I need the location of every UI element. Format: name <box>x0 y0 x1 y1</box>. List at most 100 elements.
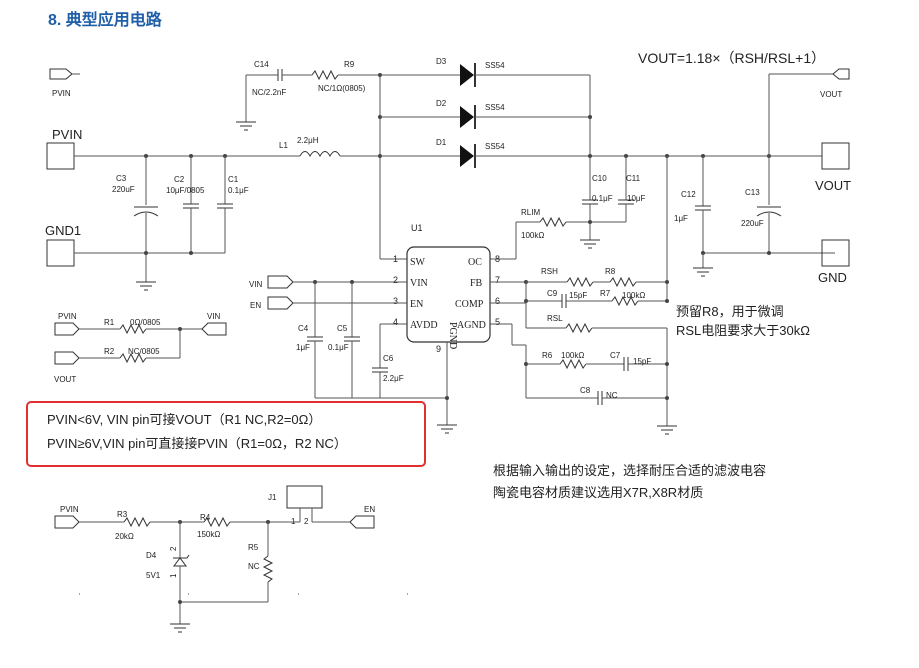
svg-text:R2: R2 <box>104 347 115 356</box>
port-en: EN <box>250 296 407 310</box>
capacitor-c14: C14 NC/2.2nF <box>236 60 312 131</box>
capacitor-c1: C1 0.1μF <box>217 154 249 253</box>
svg-text:1: 1 <box>393 254 398 264</box>
svg-text:2.2μH: 2.2μH <box>297 136 319 145</box>
resistor-rsl: RSL <box>525 301 667 334</box>
diode-d2: D2 SS54 <box>380 99 590 129</box>
svg-text:100kΩ: 100kΩ <box>521 231 544 240</box>
svg-text:R4: R4 <box>200 513 211 522</box>
svg-text:R9: R9 <box>344 60 355 69</box>
svg-text:RSH: RSH <box>541 267 558 276</box>
svg-text:0Ω/0805: 0Ω/0805 <box>130 318 161 327</box>
svg-text:7: 7 <box>495 275 500 285</box>
zener-d4: D4 5V1 2 1 <box>146 522 190 624</box>
svg-text:L1: L1 <box>279 141 288 150</box>
svg-text:5V1: 5V1 <box>146 571 161 580</box>
svg-text:2: 2 <box>304 517 309 526</box>
svg-text:9: 9 <box>436 344 441 354</box>
capacitor-note-line2: 陶瓷电容材质建议选用X7R,X8R材质 <box>493 485 703 500</box>
svg-text:RLIM: RLIM <box>521 208 540 217</box>
r8-note-line1: 预留R8，用于微调 <box>676 304 784 319</box>
port-r-vout: VOUT <box>54 351 80 384</box>
capacitor-c12: C12 1μF <box>674 156 711 253</box>
capacitor-c7: C7 15pF <box>610 351 667 371</box>
svg-text:C3: C3 <box>116 174 127 183</box>
resistor-r2: R2 NC/0805 <box>104 347 180 364</box>
svg-text:EN: EN <box>410 299 423 310</box>
port-bottom-pvin: PVIN <box>54 505 80 529</box>
svg-text:C11: C11 <box>626 174 641 183</box>
svg-text:0.1μF: 0.1μF <box>328 343 349 352</box>
svg-text:0.1μF: 0.1μF <box>228 186 249 195</box>
svg-text:VIN: VIN <box>207 312 221 321</box>
svg-text:OC: OC <box>468 257 482 268</box>
page-title: 8. 典型应用电路 <box>48 10 163 29</box>
resistor-r6: R6 100kΩ <box>526 351 624 370</box>
svg-text:VOUT: VOUT <box>54 375 76 384</box>
svg-text:D3: D3 <box>436 57 447 66</box>
port-vout-small: VOUT <box>820 68 850 99</box>
r8-note-line2: RSL电阻要求大于30kΩ <box>676 323 810 338</box>
port-r-vin: VIN <box>201 312 227 336</box>
vin-note-line2: PVIN≥6V,VIN pin可直接接PVIN（R1=0Ω，R2 NC） <box>47 436 347 451</box>
svg-text:PVIN: PVIN <box>52 127 82 142</box>
vin-note-line1: PVIN<6V, VIN pin可接VOUT（R1 NC,R2=0Ω） <box>47 412 321 427</box>
svg-text:SW: SW <box>410 257 426 268</box>
capacitor-c10: C10 0.1μF <box>582 156 613 222</box>
svg-text:RSL: RSL <box>547 314 563 323</box>
port-gnd1: GND1 <box>45 223 81 267</box>
svg-text:20kΩ: 20kΩ <box>115 532 134 541</box>
port-pvin: PVIN <box>46 127 82 170</box>
capacitor-c8: C8 NC <box>526 386 667 405</box>
svg-text:COMP: COMP <box>455 299 484 310</box>
capacitor-note-line1: 根据输入输出的设定，选择耐压合适的滤波电容 <box>493 463 766 478</box>
svg-text:PVIN: PVIN <box>60 505 79 514</box>
port-vin: VIN <box>249 275 407 289</box>
svg-text:1: 1 <box>169 573 178 578</box>
svg-text:1μF: 1μF <box>296 343 310 352</box>
svg-text:10μF/0805: 10μF/0805 <box>166 186 205 195</box>
capacitor-c13: C13 220uF <box>741 156 782 253</box>
port-pvin-small: PVIN <box>49 68 80 98</box>
svg-text:C6: C6 <box>383 354 394 363</box>
svg-text:NC: NC <box>606 391 618 400</box>
svg-text:C10: C10 <box>592 174 607 183</box>
svg-text:VOUT: VOUT <box>815 178 851 193</box>
resistor-r3: R3 20kΩ <box>115 510 204 541</box>
diode-d1: D1 SS54 <box>380 138 505 168</box>
svg-text:SS54: SS54 <box>485 103 505 112</box>
ic-u1: U1 1 SW 2 VIN 3 EN 4 AVDD 8 OC 7 FB 6 CO… <box>393 223 500 354</box>
resistor-r5: R5 NC <box>248 522 274 602</box>
svg-text:D2: D2 <box>436 99 447 108</box>
inductor-l1: L1 2.2μH <box>279 136 380 158</box>
svg-text:100kΩ: 100kΩ <box>561 351 584 360</box>
svg-text:C14: C14 <box>254 60 269 69</box>
capacitor-c6: C6 2.2μF <box>372 323 407 398</box>
svg-text:10μF: 10μF <box>627 194 646 203</box>
svg-text:SS54: SS54 <box>485 61 505 70</box>
svg-text:J1: J1 <box>268 493 277 502</box>
svg-text:EN: EN <box>364 505 375 514</box>
port-bottom-en: EN <box>349 505 375 529</box>
svg-text:R1: R1 <box>104 318 115 327</box>
diode-d3: D3 SS54 <box>380 57 590 87</box>
port-r-pvin: PVIN <box>54 312 80 336</box>
svg-text:EN: EN <box>250 301 261 310</box>
svg-text:FB: FB <box>470 278 483 289</box>
resistor-r8: R8 <box>605 267 667 288</box>
svg-text:2: 2 <box>393 275 398 285</box>
vin-selection-note-box <box>26 401 426 467</box>
svg-text:NC/1Ω(0805): NC/1Ω(0805) <box>318 84 366 93</box>
svg-text:220uF: 220uF <box>112 185 135 194</box>
svg-text:100kΩ: 100kΩ <box>622 291 645 300</box>
svg-text:VIN: VIN <box>410 278 428 289</box>
svg-text:2: 2 <box>169 546 178 551</box>
sheet-marks <box>79 593 408 595</box>
svg-text:15pF: 15pF <box>633 357 651 366</box>
svg-text:C7: C7 <box>610 351 621 360</box>
svg-text:C1: C1 <box>228 175 239 184</box>
svg-text:C13: C13 <box>745 188 760 197</box>
resistor-rlim: RLIM 100kΩ <box>490 208 592 260</box>
capacitor-c5: C5 0.1μF <box>328 282 360 398</box>
